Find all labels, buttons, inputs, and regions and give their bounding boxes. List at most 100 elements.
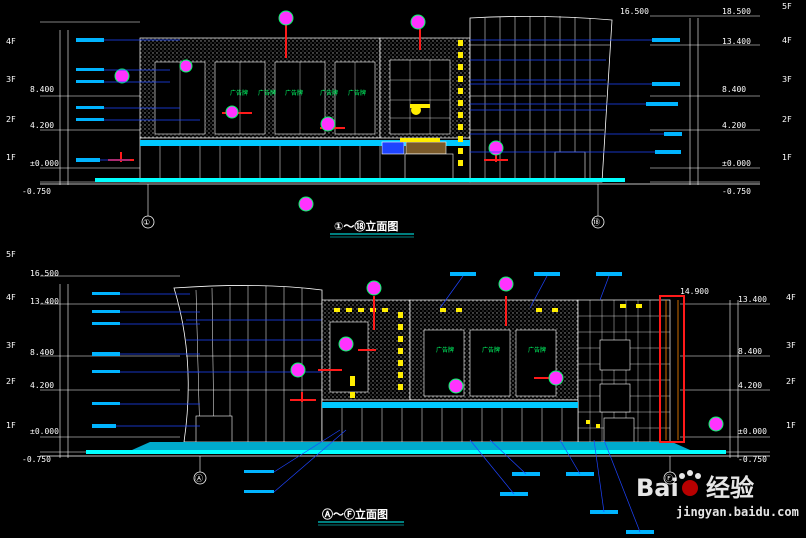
- ground-line-cyan-2: [86, 450, 726, 454]
- annotation-tags-left-1: [76, 38, 682, 162]
- floor-label: 3F: [786, 341, 796, 350]
- floor-label: 2F: [6, 115, 16, 124]
- elevation-value: -0.750: [738, 455, 767, 464]
- advertisement-labels-2: 广告牌 广告牌 广告牌: [436, 346, 546, 354]
- ground-plinth-2: [132, 442, 690, 450]
- level-markers-right-2: 4F 13.400 3F 8.400 2F 4.200 1F ±0.000 -0…: [680, 287, 796, 464]
- signboard-brown: [405, 141, 447, 155]
- signboard-blue: [381, 141, 405, 155]
- yellow-trim-1: [400, 40, 463, 166]
- watermark-brand-cn: 经验: [706, 474, 754, 502]
- elevation-value: 4.200: [30, 381, 54, 390]
- callout-markers-2: [290, 276, 724, 432]
- floor-label: 2F: [782, 115, 792, 124]
- elevation-1: 4F 3F 8.400 2F 4.200 1F ±0.000 -0.750 5F…: [6, 2, 792, 238]
- ad-board-label: 广告牌: [482, 346, 500, 354]
- curtain-wall-curved: [469, 16, 613, 183]
- floor-label: 3F: [6, 75, 16, 84]
- elevation-value: -0.750: [722, 187, 751, 196]
- floor-label: 1F: [6, 421, 16, 430]
- elevation-value: 18.500: [722, 7, 751, 16]
- entrance-door-2: [195, 415, 233, 443]
- drawing-title-1: ①～⑱立面图: [334, 219, 398, 233]
- callout-markers-1: [114, 10, 504, 212]
- entrance-door: [404, 153, 454, 181]
- floor-label: 4F: [786, 293, 796, 302]
- axis-label-left-2: Ⓐ: [195, 474, 203, 483]
- elevation-value: -0.750: [22, 455, 51, 464]
- axis-label-left-1: ①: [143, 218, 150, 227]
- axis-label-right-2: Ⓕ: [665, 474, 673, 483]
- ad-board-label: 广告牌: [436, 346, 454, 354]
- window-mullions-1: [179, 60, 450, 134]
- elevation-value: 13.400: [722, 37, 751, 46]
- floor-label: 1F: [782, 153, 792, 162]
- elevation-value: ±0.000: [738, 427, 767, 436]
- red-sign-brackets-2: [290, 295, 685, 443]
- ad-board-label: 广告牌: [528, 346, 546, 354]
- axis-label-right-1: ⑱: [592, 218, 600, 227]
- level-markers-left-1: 4F 3F 8.400 2F 4.200 1F ±0.000 -0.750: [6, 37, 59, 196]
- top-elevation-mark: 14.900: [680, 287, 709, 296]
- floor-label: 1F: [786, 421, 796, 430]
- elevation-value: ±0.000: [30, 159, 59, 168]
- entrance-door-2b: [603, 417, 635, 443]
- elevation-value: 4.200: [738, 381, 762, 390]
- elevation-value: 16.500: [30, 269, 59, 278]
- level-lines-1: [40, 15, 760, 185]
- annotation-leaders-1: [100, 39, 664, 161]
- ad-board-label: 广告牌: [230, 89, 248, 97]
- watermark-url: jingyan.baidu.com: [676, 505, 799, 519]
- drawing-title-2: Ⓐ～Ⓕ立面图: [322, 507, 388, 521]
- window-bays-2: [329, 321, 631, 413]
- entrance-door-right: [554, 151, 586, 181]
- floor-label: 2F: [786, 377, 796, 386]
- ground-line-cyan: [95, 178, 625, 182]
- level-markers-right-1: 5F 18.500 4F 13.400 3F 8.400 2F 4.200 1F…: [620, 2, 792, 196]
- axis-bubble-right-1: [591, 215, 605, 229]
- floor-label: 4F: [6, 293, 16, 302]
- elevation-value: 13.400: [30, 297, 59, 306]
- annotation-leaders-2: [116, 275, 641, 533]
- canopy-band-2: [322, 402, 578, 408]
- ad-board-label: 广告牌: [285, 89, 303, 97]
- paw-icon: [679, 470, 701, 496]
- elevation-value: 13.400: [738, 295, 767, 304]
- elevation-value: 8.400: [738, 347, 762, 356]
- floor-label: 1F: [6, 153, 16, 162]
- floor-label: 2F: [6, 377, 16, 386]
- elevation-2: 5F 4F 16.500 13.400 3F 8.400 2F 4.200 1F…: [6, 250, 796, 534]
- axis-bubble-right-2: [663, 471, 677, 485]
- ad-board-label: 广告牌: [258, 89, 276, 97]
- storefront-mullions-2: [341, 408, 563, 442]
- floor-label: 4F: [782, 36, 792, 45]
- elevation-value: 8.400: [722, 85, 746, 94]
- floor-label: 5F: [6, 250, 16, 259]
- ad-board-label: 广告牌: [320, 89, 338, 97]
- floor-label: 3F: [6, 341, 16, 350]
- elevation-value: ±0.000: [30, 427, 59, 436]
- canopy-band: [140, 140, 470, 146]
- floor-label: 3F: [782, 75, 792, 84]
- watermark-brand: Bai: [636, 474, 679, 502]
- orange-frame-2: [665, 300, 679, 440]
- level-markers-left-2: 5F 4F 16.500 13.400 3F 8.400 2F 4.200 1F…: [6, 250, 59, 464]
- elevation-value: 4.200: [30, 121, 54, 130]
- glass-tint-lines: [470, 59, 606, 111]
- floor-label: 4F: [6, 37, 16, 46]
- curtain-wall-mullions-2: [180, 286, 322, 443]
- ad-board-label: 广告牌: [348, 89, 366, 97]
- axis-bubble-left-2: [193, 471, 207, 485]
- window-bays-1: [154, 59, 451, 135]
- axis-bubble-left-1: [141, 215, 155, 229]
- advertisement-labels-1: 广告牌 广告牌 广告牌 广告牌 广告牌: [230, 89, 366, 97]
- top-elevation-mark: 16.500: [620, 7, 649, 16]
- storefront-mullions: [159, 146, 381, 182]
- elevation-value: 8.400: [30, 85, 54, 94]
- elevation-value: -0.750: [22, 187, 51, 196]
- watermark: Bai 经验 jingyan.baidu.com: [636, 470, 799, 519]
- elevation-value: 8.400: [30, 348, 54, 357]
- elevation-value: 4.200: [722, 121, 746, 130]
- floor-label: 5F: [782, 2, 792, 11]
